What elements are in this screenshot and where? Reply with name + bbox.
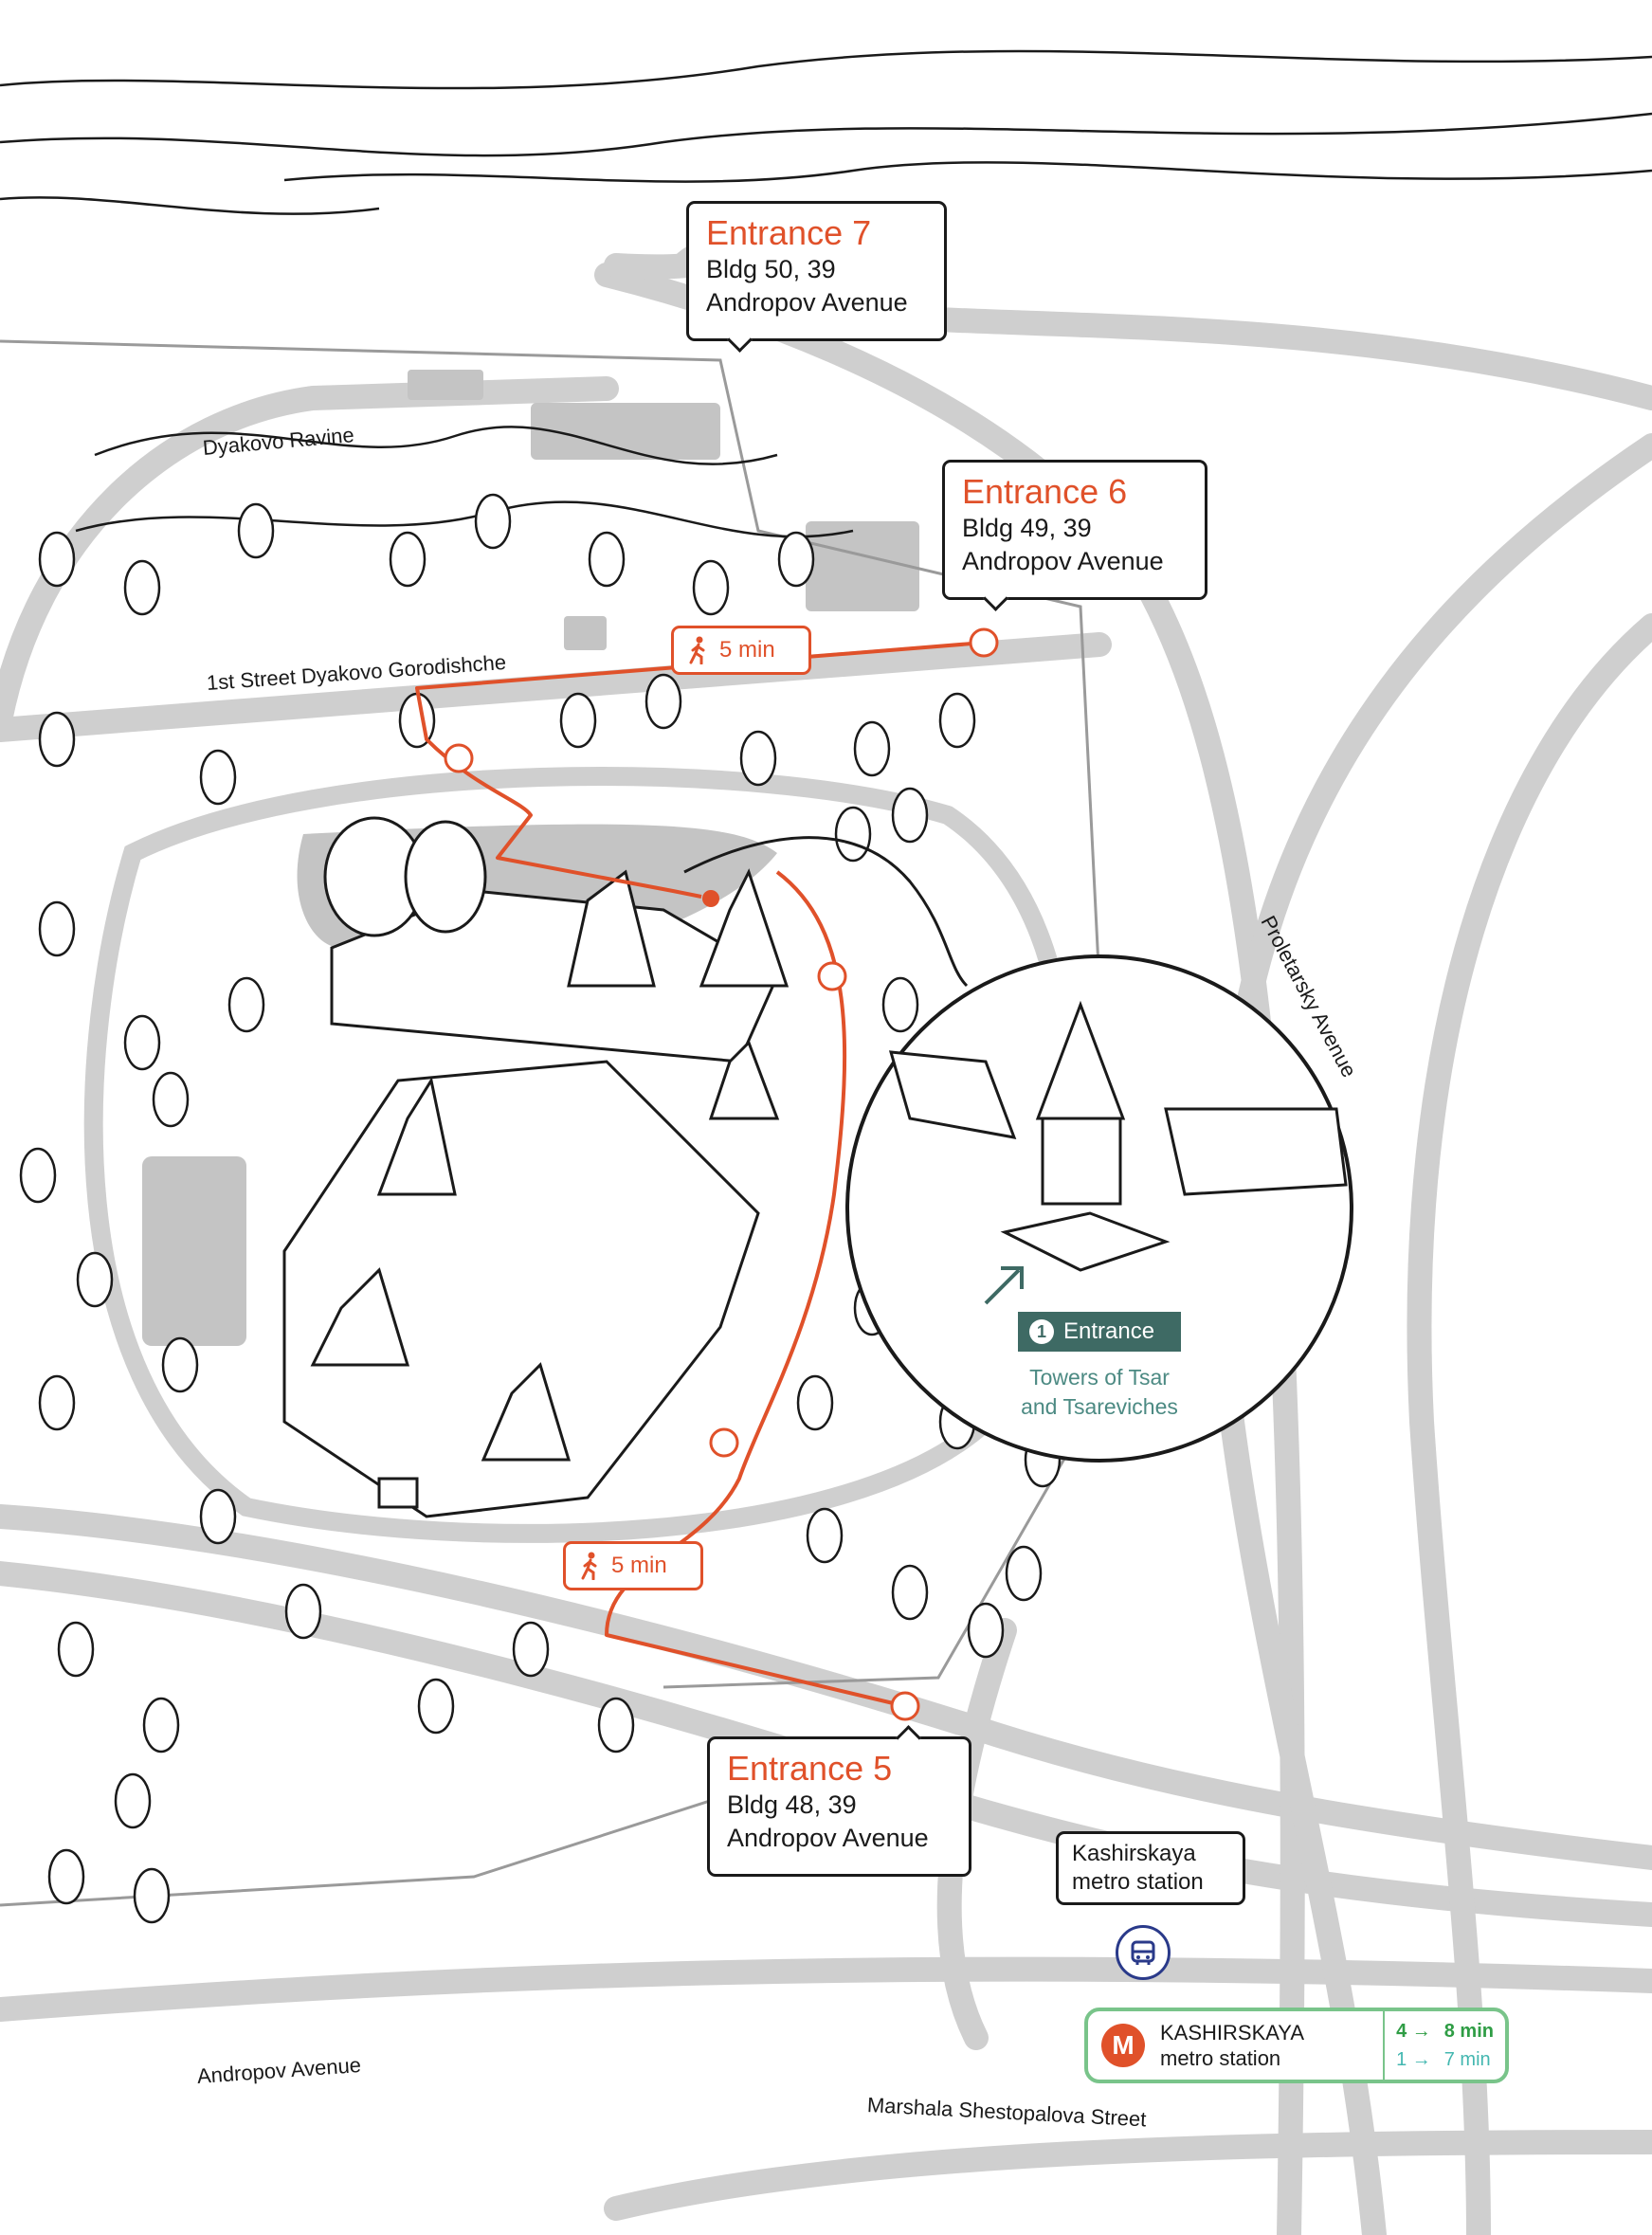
bus-stop-line1: Kashirskaya xyxy=(1072,1841,1196,1866)
entrance-5-street: Andropov Avenue xyxy=(727,1824,929,1852)
entrance-7-building: Bldg 50, 39 xyxy=(706,255,836,283)
entrance-1-marker xyxy=(702,890,719,907)
detail-inset xyxy=(845,954,1353,1463)
inset-leader xyxy=(683,836,969,988)
metro-line: 4 → xyxy=(1396,2021,1431,2042)
metro-line: 1 → xyxy=(1396,2049,1431,2070)
entrance-5-building: Bldg 48, 39 xyxy=(727,1790,857,1819)
metro-station-card: M KASHIRSKAYA metro station 4 → 8 min 1 →… xyxy=(1084,2008,1509,2083)
entrance-description-line2: and Tsareviches xyxy=(1021,1394,1178,1419)
kolomenskoye-palace xyxy=(282,816,790,1518)
bus-stop-callout: Kashirskaya metro station xyxy=(1056,1831,1245,1905)
entrance-6-callout: Entrance 6 Bldg 49, 39 Andropov Avenue xyxy=(942,460,1207,611)
metro-name: KASHIRSKAYA xyxy=(1160,2021,1305,2044)
entrance-7-street: Andropov Avenue xyxy=(706,288,908,317)
metro-subtitle: metro station xyxy=(1160,2046,1281,2070)
metro-times: 4 → 8 min 1 → 7 min xyxy=(1383,2011,1505,2080)
entrance-5-callout: Entrance 5 Bldg 48, 39 Andropov Avenue xyxy=(707,1725,971,1877)
entrance-5-title: Entrance 5 xyxy=(727,1749,893,1788)
entrance-badge-label: Entrance xyxy=(1063,1318,1155,1344)
pedestrian-icon xyxy=(581,1552,597,1580)
walk-time-label: 5 min xyxy=(611,1553,667,1578)
entrance-7-callout: Entrance 7 Bldg 50, 39 Andropov Avenue xyxy=(686,201,947,353)
walk-time-badge: 5 min xyxy=(563,1541,703,1590)
walk-time-label: 5 min xyxy=(719,637,775,663)
metro-time: 8 min xyxy=(1443,2021,1494,2042)
metro-logo-icon: M xyxy=(1101,2024,1145,2067)
metro-time: 7 min xyxy=(1443,2049,1491,2070)
entrance-description-line1: Towers of Tsar xyxy=(1029,1365,1170,1390)
metro-station-name: KASHIRSKAYA metro station xyxy=(1160,2020,1304,2071)
metro-route-row: 4 → 8 min xyxy=(1396,2017,1494,2045)
walk-time-badge: 5 min xyxy=(671,626,811,675)
entrance-number: 1 xyxy=(1029,1319,1054,1344)
entrance-7-title: Entrance 7 xyxy=(706,213,872,252)
bus-icon xyxy=(1131,1940,1155,1965)
entrance-6-street: Andropov Avenue xyxy=(962,547,1164,575)
entrance-arrow-icon xyxy=(984,1266,1024,1305)
route-arrows xyxy=(444,627,999,1721)
entrance-6-building: Bldg 49, 39 xyxy=(962,514,1092,542)
bus-stop-line2: metro station xyxy=(1072,1869,1204,1895)
entrance-6-title: Entrance 6 xyxy=(962,472,1128,511)
pedestrian-icon xyxy=(689,636,705,664)
entrance-description: Towers of Tsar and Tsareviches xyxy=(986,1363,1213,1422)
roads xyxy=(0,238,1652,2235)
metro-route-row: 1 → 7 min xyxy=(1396,2045,1494,2074)
entrance-badge: 1 Entrance xyxy=(1018,1312,1181,1352)
bus-stop-marker xyxy=(1116,1925,1171,1980)
